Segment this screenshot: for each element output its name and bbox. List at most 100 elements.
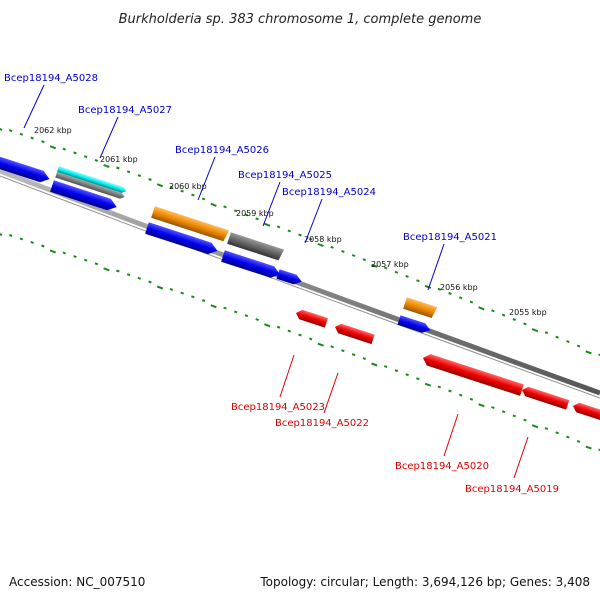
gene-label-a5020[interactable]: Bcep18194_A5020 [395, 461, 489, 472]
outer-tick-mark [405, 274, 409, 278]
outer-tick-mark [94, 158, 99, 162]
gene-label-a5022[interactable]: Bcep18194_A5022 [275, 418, 369, 429]
inner-tick-mark [330, 345, 334, 349]
gene-label-a5028[interactable]: Bcep18194_A5028 [4, 73, 98, 84]
inner-tick-mark [8, 234, 13, 237]
gene-label-a5019[interactable]: Bcep18194_A5019 [465, 484, 559, 495]
inner-tick-mark [201, 299, 206, 303]
outer-tick-mark [201, 197, 206, 201]
inner-tick-mark [585, 445, 592, 450]
inner-tick-mark [223, 306, 227, 310]
inner-tick-mark [383, 365, 388, 369]
outer-tick-row [0, 128, 600, 357]
reverse-gene-labels: Bcep18194_A5023 Bcep18194_A5022 Bcep1819… [231, 354, 559, 495]
gene-label-a5021[interactable]: Bcep18194_A5021 [403, 232, 497, 243]
inner-tick-mark [148, 280, 152, 284]
outer-tick-mark [276, 225, 281, 229]
gene-arrow-a5025[interactable] [227, 232, 285, 261]
gene-arrow-blue-5[interactable] [397, 315, 431, 335]
outer-tick-mark [437, 287, 442, 291]
inner-tick-mark [116, 269, 120, 273]
kbp-label: 2057 kbp [371, 260, 409, 269]
inner-tick-mark [156, 285, 164, 290]
gene-arrow-a5026[interactable] [151, 206, 230, 242]
outer-tick-mark [62, 147, 67, 151]
gene-arrow-a5021[interactable] [403, 297, 438, 318]
gene-label-a5024[interactable]: Bcep18194_A5024 [282, 187, 376, 198]
accession-text: Accession: NC_007510 [9, 575, 145, 589]
inner-tick-mark [126, 273, 131, 277]
inner-tick-mark [41, 244, 45, 248]
gene-arrow-a5027[interactable] [55, 171, 125, 200]
inner-tick-mark [308, 337, 313, 341]
inner-tick-mark [424, 382, 432, 387]
gene-label-a5027[interactable]: Bcep18194_A5027 [78, 105, 172, 116]
outer-tick-mark [49, 145, 57, 150]
inner-tick-mark [298, 333, 302, 337]
outer-tick-mark [263, 222, 271, 227]
inner-tick-mark [287, 329, 292, 333]
kbp-label: 2059 kbp [236, 209, 274, 218]
outer-tick-mark [41, 140, 45, 144]
outer-tick-mark [308, 237, 313, 241]
outer-tick-mark [73, 151, 77, 155]
gene-label-a5025[interactable]: Bcep18194_A5025 [238, 170, 332, 181]
leader-line [279, 354, 295, 398]
gene-arrow-a5028[interactable] [0, 154, 51, 185]
inner-tick-mark [566, 435, 570, 439]
kbp-label: 2062 kbp [34, 126, 72, 135]
inner-tick-mark [83, 258, 88, 262]
gene-label-a5026[interactable]: Bcep18194_A5026 [175, 145, 269, 156]
outer-tick-mark [531, 328, 539, 333]
kbp-label: 2056 kbp [440, 283, 478, 292]
inner-tick-mark [255, 318, 259, 322]
outer-tick-mark [180, 189, 184, 193]
inner-tick-mark [512, 414, 517, 418]
gene-arrow-blue-2[interactable] [50, 180, 118, 212]
outer-tick-mark [223, 205, 227, 209]
gene-arrow-blue-4[interactable] [221, 250, 282, 280]
outer-tick-mark [0, 128, 3, 131]
inner-tick-mark [169, 287, 174, 291]
outer-tick-mark [103, 164, 110, 169]
inner-tick-mark [73, 255, 77, 259]
inner-tick-mark [276, 325, 281, 329]
gene-arrow-a5019[interactable] [520, 385, 570, 410]
inner-tick-mark [137, 276, 142, 280]
gene-arrow-a5022[interactable] [333, 322, 375, 345]
inner-tick-mark [0, 233, 3, 236]
kbp-label: 2060 kbp [169, 182, 207, 191]
inner-tick-mark [523, 418, 527, 422]
outer-tick-mark [156, 183, 164, 188]
kbp-label: 2055 kbp [509, 308, 547, 317]
leader-line [99, 116, 119, 159]
inner-tick-mark [351, 353, 356, 357]
gene-arrow-red-right[interactable] [571, 401, 600, 424]
outer-tick-mark [30, 136, 34, 140]
leader-line [513, 436, 529, 479]
gene-arrow-a5027-cyan[interactable] [57, 166, 127, 194]
outer-tick-mark [424, 284, 432, 289]
gene-arrow-blue-3[interactable] [145, 222, 219, 256]
gene-arrow-a5020[interactable] [421, 352, 524, 396]
gene-label-a5023[interactable]: Bcep18194_A5023 [231, 402, 325, 413]
inner-tick-row [0, 233, 600, 452]
outer-tick-mark [512, 318, 517, 321]
inner-tick-mark [394, 369, 399, 373]
inner-tick-mark [264, 323, 271, 328]
outer-tick-mark [598, 353, 600, 357]
outer-tick-mark [137, 174, 142, 178]
outer-tick-mark [478, 306, 485, 311]
leader-line [427, 243, 445, 291]
inner-tick-mark [478, 403, 485, 408]
outer-tick-mark [244, 213, 249, 217]
inner-tick-mark [180, 291, 184, 295]
outer-tick-mark [362, 258, 367, 262]
gene-arrow-a5024[interactable] [276, 269, 303, 286]
outer-tick-mark [523, 322, 527, 326]
outer-tick-mark [210, 202, 217, 207]
gene-arrow-a5023[interactable] [294, 308, 328, 328]
leader-line [23, 84, 45, 129]
outer-tick-mark [255, 217, 259, 221]
